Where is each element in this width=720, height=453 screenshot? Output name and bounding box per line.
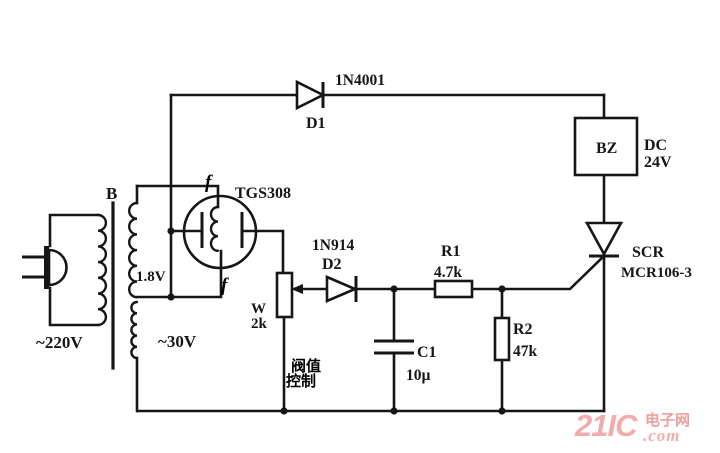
pot-value-label: 2k [251, 316, 268, 332]
d2-part-label: 1N914 [312, 237, 354, 254]
buzzer-box [573, 116, 639, 177]
junction-dot [390, 407, 398, 415]
heater-voltage-label: 1.8V [136, 269, 166, 285]
transformer [44, 201, 139, 370]
r1-body [433, 279, 474, 299]
d2-ref-label: D2 [322, 256, 342, 273]
plug-face [47, 248, 68, 287]
watermark-logo: 21IC 电子网 .com [574, 408, 690, 445]
c1-value-label: 10µ [406, 367, 431, 384]
r1-ref-label: R1 [441, 243, 461, 260]
junction-dot [390, 285, 398, 293]
d1-ref-label: D1 [306, 115, 326, 132]
threshold-caption-line2: 控制 [286, 372, 316, 390]
d1-diode-symbol [295, 79, 326, 111]
labels: B ~220V 1.8V ~30V f f TGS308 1N4001 D1 1… [36, 72, 692, 390]
primary-winding [96, 213, 108, 327]
sensor-terminal-top-label: f [205, 172, 213, 193]
junction-dots [167, 227, 506, 415]
d1-triangle [295, 79, 326, 111]
pot-body [275, 271, 294, 319]
mains-voltage-label: ~220V [36, 333, 83, 352]
c1-ref-label: C1 [417, 344, 437, 361]
secondary-winding-heater-section [128, 201, 139, 299]
junction-dot [167, 293, 175, 301]
r2-ref-label: R2 [513, 321, 533, 338]
sensor-envelope [182, 194, 258, 270]
threshold-caption-line1: 阀值 [291, 357, 321, 375]
junction-dot [167, 227, 175, 235]
d1-part-label: 1N4001 [335, 72, 385, 89]
potentiometer-symbol [275, 271, 303, 319]
supply-voltage-label: 24V [644, 154, 672, 171]
r1-value-label: 4.7k [434, 264, 462, 281]
d2-triangle [325, 275, 359, 303]
watermark-site-cn-text: 电子网 [645, 411, 690, 429]
d2-diode-symbol [325, 275, 359, 303]
heater-bottom-wire [135, 249, 223, 299]
r2-body [493, 316, 511, 362]
watermark-brand-text: 21IC [574, 408, 638, 443]
sensor-heater-coil [209, 205, 220, 252]
sensor-right-electrode-lead [240, 229, 285, 275]
junction-dot [280, 407, 288, 415]
plug-body [44, 246, 49, 289]
scr-part-label: MCR106-3 [621, 265, 692, 281]
supply-type-label: DC [644, 137, 667, 154]
pot-ref-label: W [251, 301, 266, 317]
secondary-winding-lower-section [130, 300, 139, 360]
junction-dot [498, 407, 506, 415]
scr-triangle [584, 221, 624, 257]
pot-wiper-arrowhead [291, 284, 303, 294]
core-label: B [106, 184, 117, 203]
junction-dot [498, 285, 506, 293]
scr-ref-label: SCR [632, 244, 664, 261]
scr-symbol [584, 221, 624, 258]
buzzer-ref-label: BZ [596, 140, 617, 157]
c1-capacitor-symbol [374, 339, 414, 355]
primary-bottom-lead [48, 286, 100, 327]
sensor-terminal-bottom-label: f [221, 275, 229, 296]
r1-to-gate-wire [470, 254, 606, 291]
gas-sensor-symbol [182, 194, 258, 270]
watermark-suffix-text: .com [643, 426, 681, 445]
r2-value-label: 47k [513, 343, 538, 360]
sensor-part-label: TGS308 [235, 185, 291, 202]
secondary-voltage-label: ~30V [158, 332, 197, 351]
primary-top-lead [48, 213, 100, 248]
